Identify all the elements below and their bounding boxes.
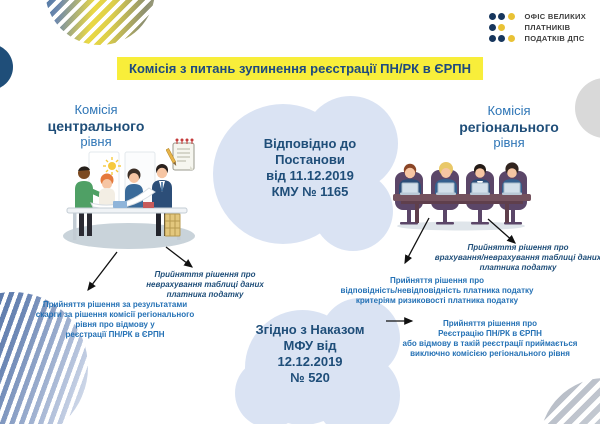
regional-registration-decision: Прийняття рішення про Реєстрацію ПН/РК в…	[402, 319, 578, 358]
regional-risk-decision: Прийняття рішення про відповідність/неві…	[340, 276, 534, 305]
arrow-left-to-table-decision	[165, 246, 194, 268]
clipboard-icon	[166, 138, 195, 171]
page-title: Комісія з питань зупинення реєстрації ПН…	[117, 57, 483, 80]
central-appeal-decision: Прийняття рішення за результатами скарги…	[35, 300, 195, 339]
crate-icon	[164, 213, 181, 237]
decorative-navy-circle-left	[0, 44, 13, 90]
org-name-line: ПОДАТКІВ ДПС	[524, 33, 585, 43]
central-table-decision: Прийняття рішення про неврахування табли…	[146, 270, 264, 299]
logo-row: ПЛАТНИКІВ	[488, 22, 586, 32]
regional-table-decision: Прийняття рішення про врахування/невраху…	[434, 243, 600, 272]
org-logo: ОФІС ВЕЛИКИХ ПЛАТНИКІВ ПОДАТКІВ ДПС	[488, 11, 586, 43]
arrow-left-to-appeal	[87, 251, 118, 292]
regional-commission-heading: Комісія регіонального рівня	[459, 103, 559, 150]
logo-dots-icon	[488, 23, 519, 31]
sun-icon	[103, 157, 121, 175]
logo-dots-icon	[488, 12, 519, 20]
org-name-line: ПЛАТНИКІВ	[524, 22, 571, 32]
central-commission-heading: Комісія центрального рівня	[47, 102, 145, 149]
logo-dots-icon	[488, 34, 519, 42]
central-commission-illustration	[63, 151, 195, 249]
regional-commission-illustration	[393, 162, 531, 231]
logo-row: ОФІС ВЕЛИКИХ	[488, 11, 586, 21]
logo-row: ПОДАТКІВ ДПС	[488, 33, 586, 43]
cloud-order-text: Згідно з Наказом МФУ від 12.12.2019 № 52…	[255, 322, 365, 385]
cloud-order-mfu: Згідно з Наказом МФУ від 12.12.2019 № 52…	[235, 298, 400, 424]
cloud-resolution-text: Відповідно до Постанови від 11.12.2019 К…	[263, 136, 357, 199]
arrow-right-to-table-decision	[487, 218, 516, 244]
org-name-line: ОФІС ВЕЛИКИХ	[524, 11, 586, 21]
cloud-resolution-kmu: Відповідно до Постанови від 11.12.2019 К…	[213, 96, 398, 251]
arrow-right-to-risk-decision	[404, 217, 430, 265]
pencil-icon	[166, 148, 177, 166]
